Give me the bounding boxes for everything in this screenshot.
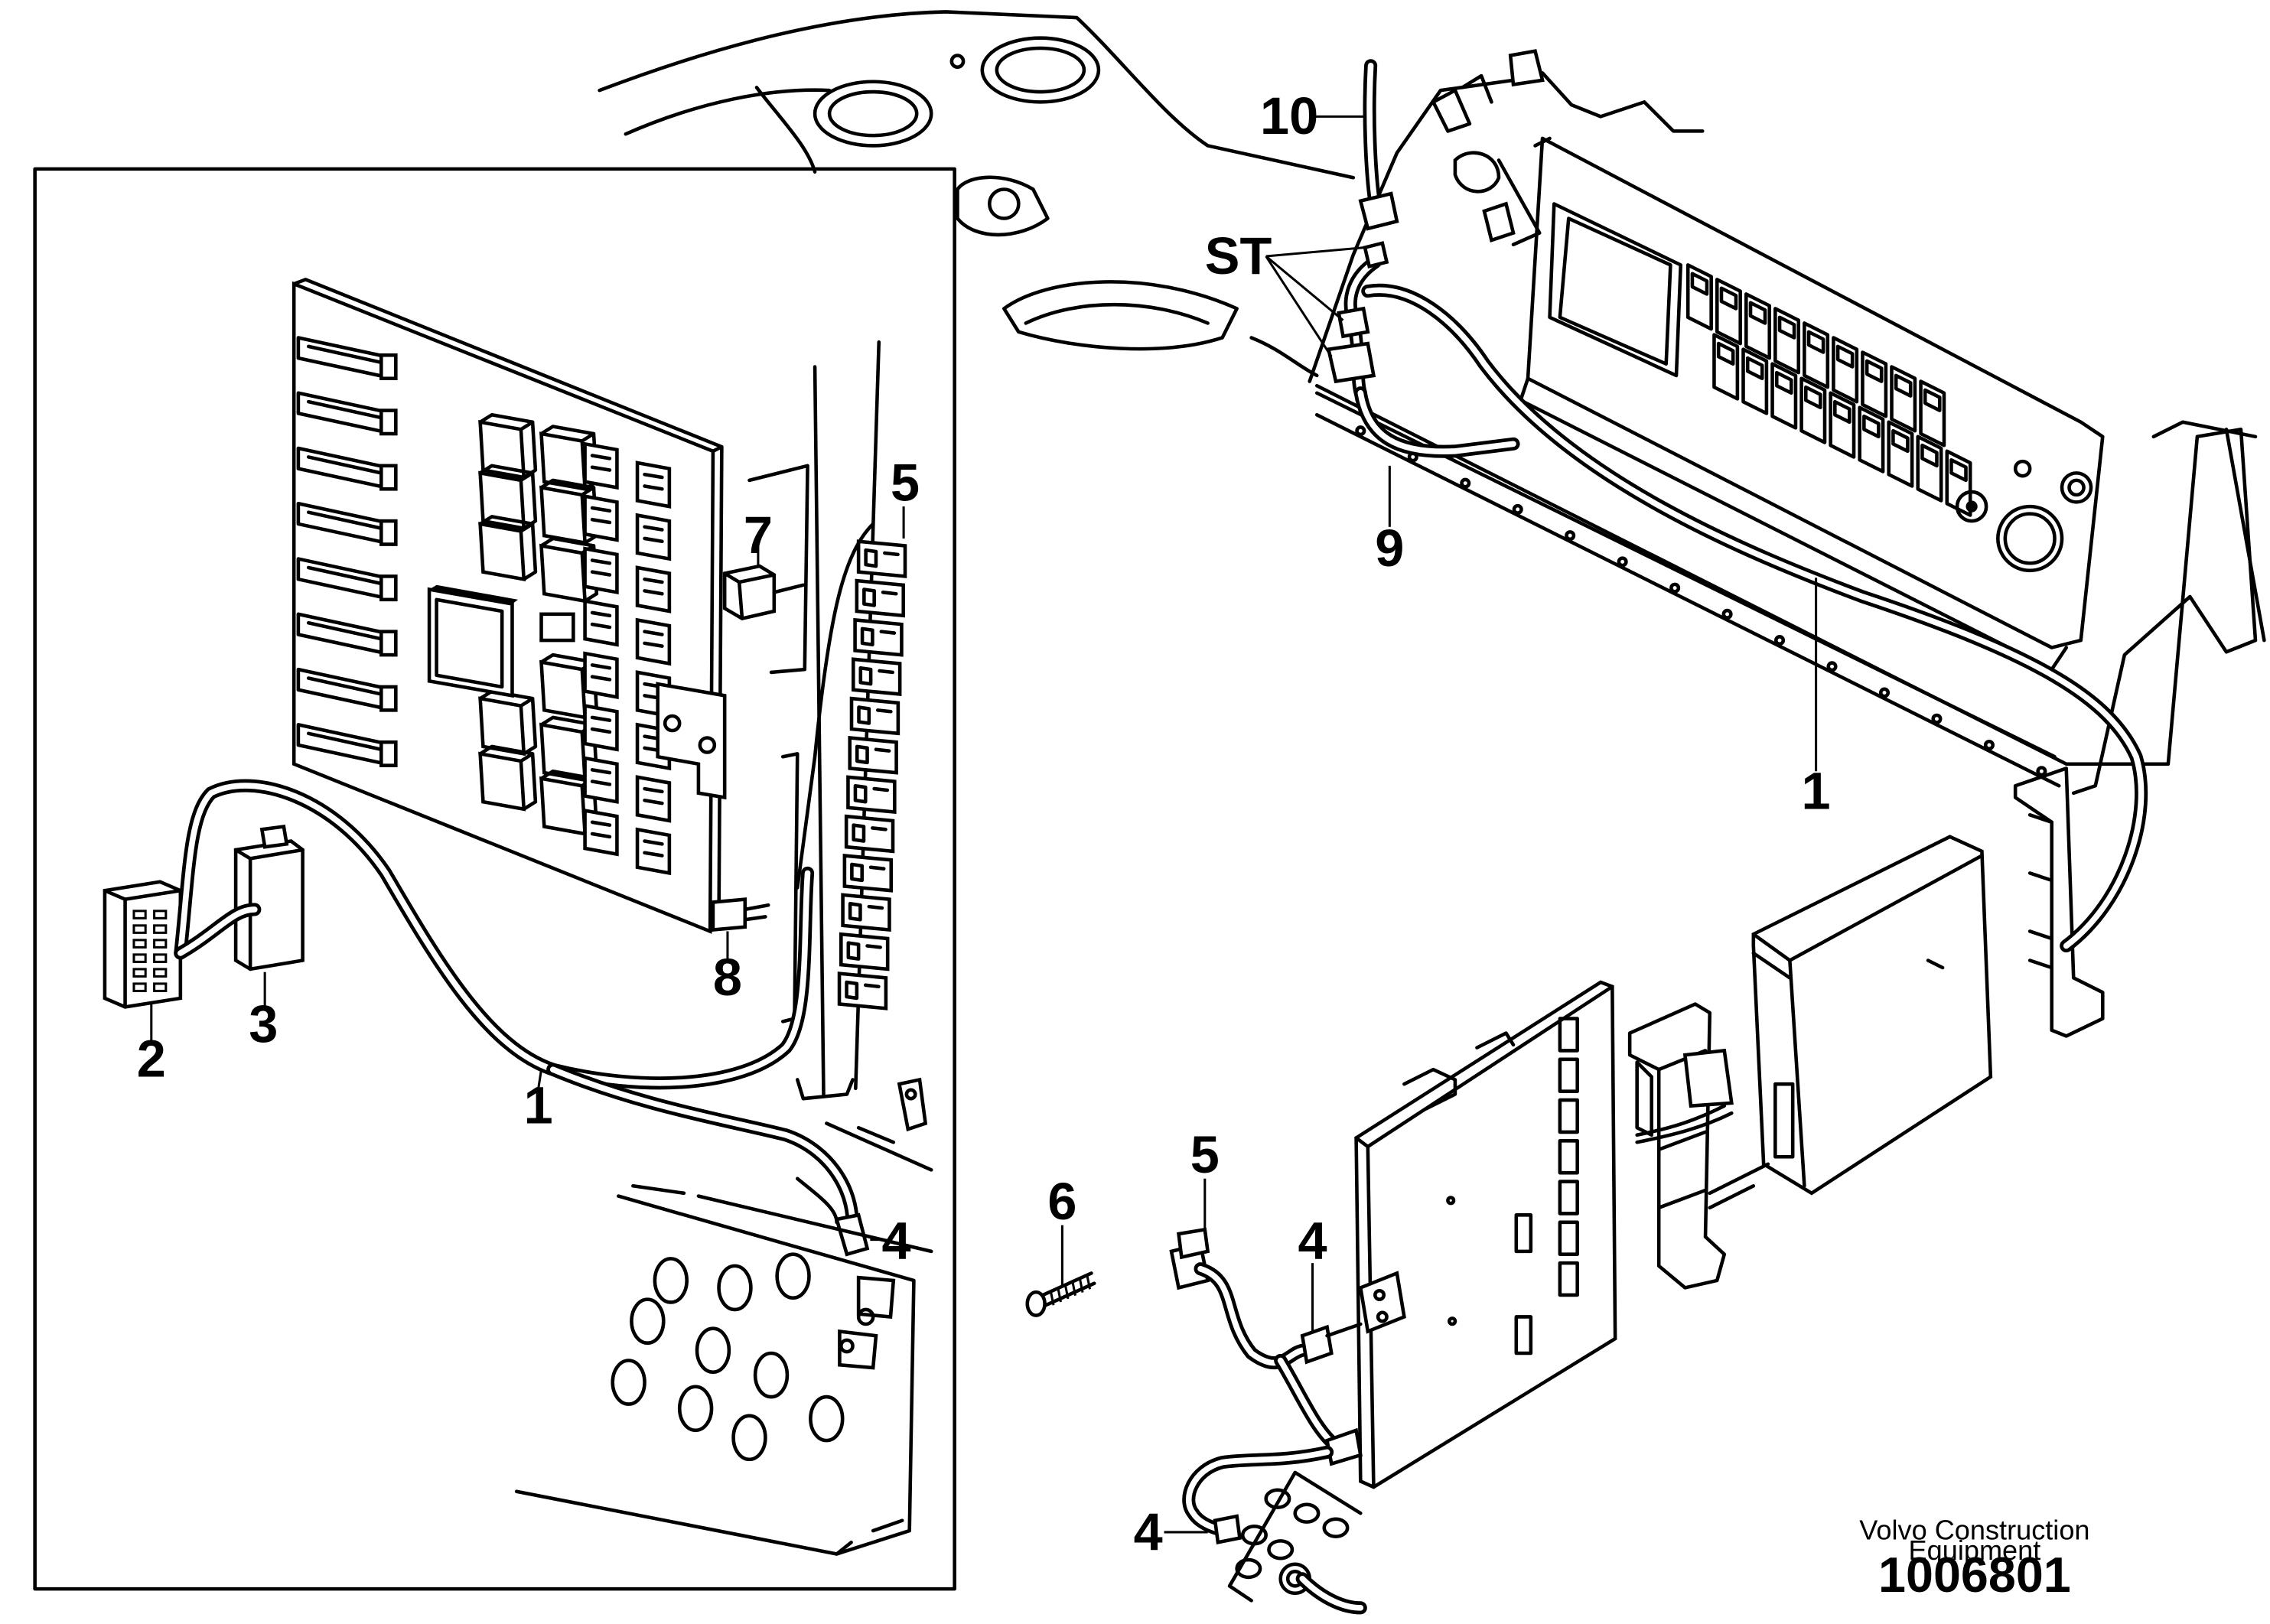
clip <box>825 1077 933 1172</box>
gauge-panel <box>514 1184 933 1556</box>
harness-1-inset <box>174 779 870 1257</box>
component-7-relay <box>722 564 806 620</box>
callout-3: 3 <box>249 994 278 1053</box>
callout-4-upper: 4 <box>1298 1211 1327 1270</box>
callout-5-main: 5 <box>1190 1125 1220 1184</box>
lower-pcb <box>1354 980 1617 1489</box>
callout-4-inset: 4 <box>882 1211 911 1270</box>
fuse-holder-rail <box>747 340 907 1101</box>
callout-4-lower: 4 <box>1134 1502 1163 1561</box>
harness-4-right <box>1025 1227 1363 1544</box>
callout-9: 9 <box>1375 519 1404 578</box>
callout-1-inset: 1 <box>524 1076 553 1135</box>
callout-8: 8 <box>713 948 742 1007</box>
callout-leaders <box>150 115 1818 1534</box>
component-8-connector <box>711 897 770 932</box>
card-bracket <box>1627 1002 1770 1290</box>
brand-line-2: Equipment <box>1909 1535 2041 1566</box>
inset-frame <box>33 167 956 1591</box>
harness-right <box>1326 59 2148 953</box>
circuit-board <box>291 278 727 934</box>
brand-line-1: Volvo Construction <box>1859 1514 2089 1545</box>
drawing-number: 1006801 <box>1878 1547 2071 1603</box>
component-3-module <box>233 824 305 971</box>
callout-2: 2 <box>137 1030 166 1089</box>
callout-6: 6 <box>1047 1172 1076 1231</box>
callout-5-inset: 5 <box>891 453 920 512</box>
dashboard-panel <box>1308 49 2266 1038</box>
component-2-connector-block <box>103 880 183 1009</box>
cab-dashboard-outline <box>598 10 1356 378</box>
callout-7: 7 <box>744 506 773 565</box>
callout-1-main: 1 <box>1802 762 1831 821</box>
callout-st: ST <box>1205 226 1272 285</box>
lower-panel-right <box>1227 1470 1367 1615</box>
callout-10: 10 <box>1260 86 1318 145</box>
ecu-box <box>1751 835 1993 1196</box>
